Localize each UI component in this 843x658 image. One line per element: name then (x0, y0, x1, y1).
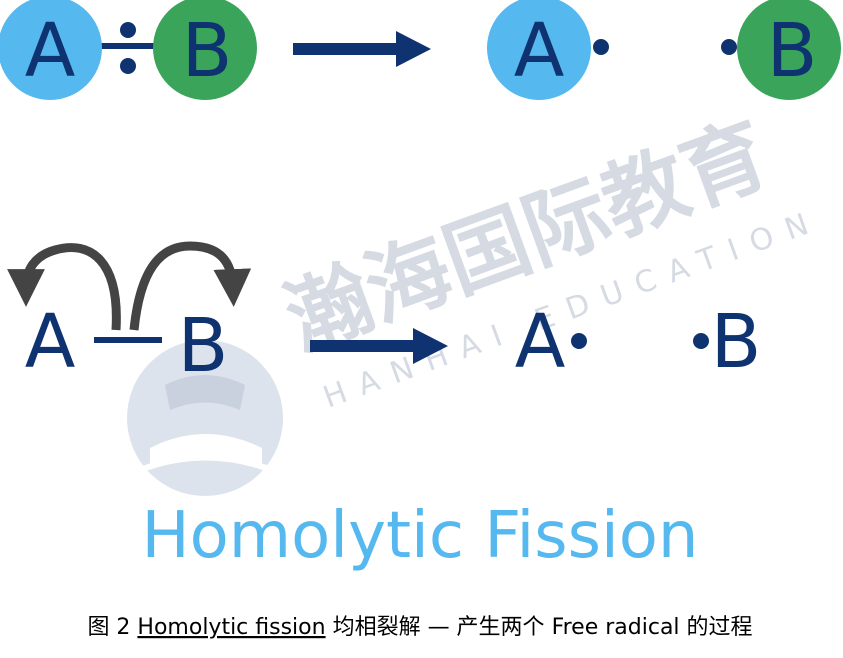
top-products: A B (487, 0, 841, 100)
atom-a-label: A (25, 299, 76, 385)
atom-a-label: A (25, 8, 76, 94)
atom-b-label: B (178, 303, 229, 389)
atom-b-label: B (182, 8, 233, 94)
middle-reactant: A B (7, 241, 252, 389)
caption-term-homolytic: Homolytic fission (137, 615, 325, 640)
middle-products: A B (515, 299, 762, 385)
radical-dot (721, 39, 737, 55)
caption-prefix: 图 2 (87, 615, 137, 640)
watermark-globe-icon (127, 340, 283, 496)
figure-caption: 图 2 Homolytic fission 均相裂解 — 产生两个 Free r… (87, 615, 752, 640)
curved-arrow-right (129, 241, 252, 331)
caption-term-radical: Free radical (552, 615, 680, 640)
atom-b-circle (153, 0, 257, 100)
electron-dot (120, 22, 136, 38)
atom-a-circle (0, 0, 102, 100)
radical-dot (571, 333, 587, 349)
electron-dot (120, 58, 136, 74)
atom-a-label: A (515, 299, 566, 385)
caption-suffix: 的过程 (680, 615, 753, 640)
atom-b-label: B (767, 8, 818, 94)
curved-arrow-left (7, 243, 121, 331)
atom-b-label: B (711, 299, 762, 385)
diagram-title: Homolytic Fission (142, 499, 699, 573)
atom-b-circle (737, 0, 841, 100)
caption-middle: 均相裂解 — 产生两个 (326, 615, 552, 640)
atom-a-circle (487, 0, 591, 100)
top-arrow (293, 31, 431, 67)
middle-arrow (310, 328, 448, 364)
atom-a-label: A (514, 8, 565, 94)
radical-dot (593, 39, 609, 55)
radical-dot (693, 333, 709, 349)
top-reactant: A B (0, 0, 257, 100)
